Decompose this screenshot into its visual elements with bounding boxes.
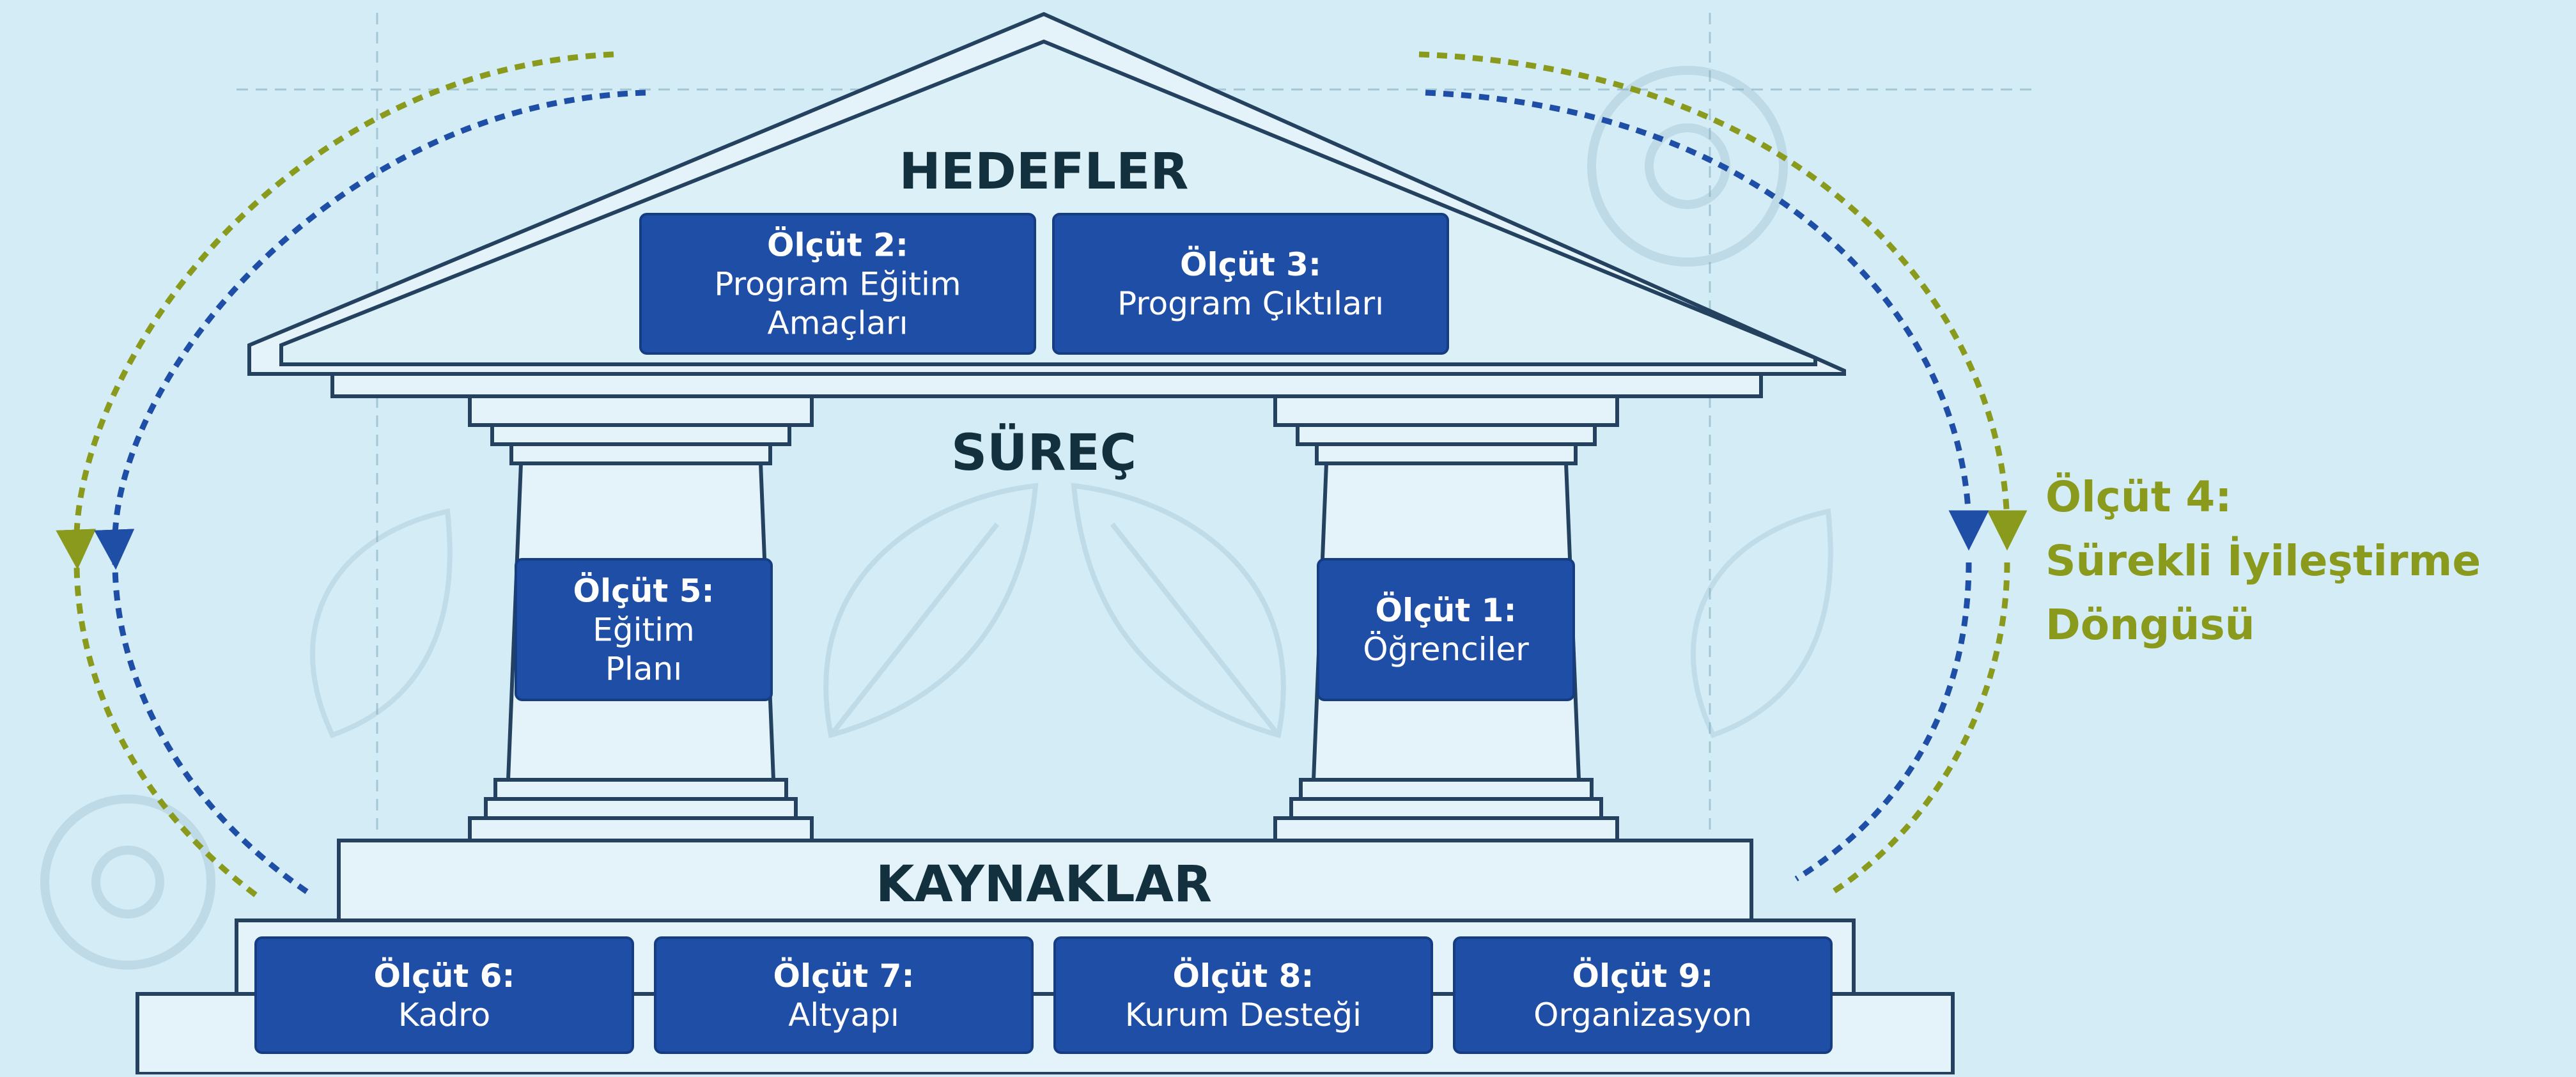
criterion-box-roof-2-line: Program Çıktıları <box>1117 285 1384 322</box>
criterion-box-pillar-1-line: Eğitim <box>593 612 694 649</box>
cycle-arrow-olive-left <box>56 51 614 570</box>
cycle-title: Ölçüt 4: <box>2045 472 2232 522</box>
criterion-box-base-1-line: Kadro <box>398 996 490 1034</box>
roof-heading: HEDEFLER <box>899 143 1189 201</box>
criterion-box-roof-2: Ölçüt 3:Program Çıktıları <box>1052 213 1449 355</box>
cycle-label: Ölçüt 4: Sürekli İyileştirme Döngüsü <box>2045 472 2481 649</box>
criterion-box-base-4-line: Organizasyon <box>1533 996 1752 1034</box>
criterion-box-pillar-2-background <box>1317 558 1575 701</box>
criterion-box-pillar-1-title: Ölçüt 5: <box>573 572 715 610</box>
criterion-box-roof-2-background <box>1052 213 1449 355</box>
criterion-box-base-3: Ölçüt 8:Kurum Desteği <box>1053 936 1433 1054</box>
cycle-arrow-olive-right <box>1418 51 2028 551</box>
criterion-box-roof-2-title: Ölçüt 3: <box>1180 245 1321 283</box>
background-leaf-icon <box>310 483 1833 739</box>
cycle-arrow-blue-right <box>1425 89 1989 551</box>
criterion-box-base-3-line: Kurum Desteği <box>1125 996 1362 1034</box>
cycle-line-1: Sürekli İyileştirme <box>2045 536 2481 585</box>
cycle-arrow-blue-left <box>94 89 646 570</box>
criterion-box-base-4: Ölçüt 9:Organizasyon <box>1453 936 1833 1054</box>
criterion-box-base-2-background <box>654 936 1034 1054</box>
criterion-box-pillar-2-line: Öğrenciler <box>1363 631 1529 668</box>
middle-heading: SÜREÇ <box>951 423 1137 482</box>
criterion-box-base-1: Ölçüt 6:Kadro <box>254 936 634 1054</box>
cycle-arrow-olive-left-up <box>74 562 258 897</box>
criterion-box-base-1-title: Ölçüt 6: <box>374 957 515 995</box>
criterion-box-base-3-background <box>1053 936 1433 1054</box>
cycle-arrow-blue-left-up <box>112 562 309 894</box>
criterion-box-base-2: Ölçüt 7:Altyapı <box>654 936 1034 1054</box>
cycle-line-2: Döngüsü <box>2045 600 2255 649</box>
criterion-box-base-3-title: Ölçüt 8: <box>1173 957 1314 995</box>
criterion-box-roof-1-line: Amaçları <box>767 305 908 342</box>
cycle-arrow-blue-right-down <box>1794 562 1972 881</box>
criterion-box-base-2-line: Altyapı <box>788 996 899 1034</box>
criterion-box-base-2-title: Ölçüt 7: <box>773 957 915 995</box>
criterion-box-base-4-title: Ölçüt 9: <box>1572 957 1714 995</box>
background-gear-icon <box>40 66 1788 970</box>
criterion-box-roof-1-line: Program Eğitim <box>714 266 961 303</box>
cycle-arrow-olive-right-down <box>1826 562 2010 897</box>
base-heading: KAYNAKLAR <box>876 856 1212 913</box>
background-guide-lines <box>237 13 2033 831</box>
criterion-box-pillar-2-title: Ölçüt 1: <box>1376 591 1517 629</box>
criterion-box-pillar-2: Ölçüt 1:Öğrenciler <box>1317 558 1575 701</box>
criterion-box-roof-1-background <box>639 213 1036 355</box>
criterion-box-roof-1-title: Ölçüt 2: <box>767 226 908 264</box>
criterion-box-pillar-1-line: Planı <box>605 651 682 688</box>
criterion-box-base-4-background <box>1453 936 1833 1054</box>
improvement-cycle-arrows <box>56 51 2028 897</box>
criterion-box-base-1-background <box>254 936 634 1054</box>
criterion-box-pillar-1-background <box>515 558 773 701</box>
